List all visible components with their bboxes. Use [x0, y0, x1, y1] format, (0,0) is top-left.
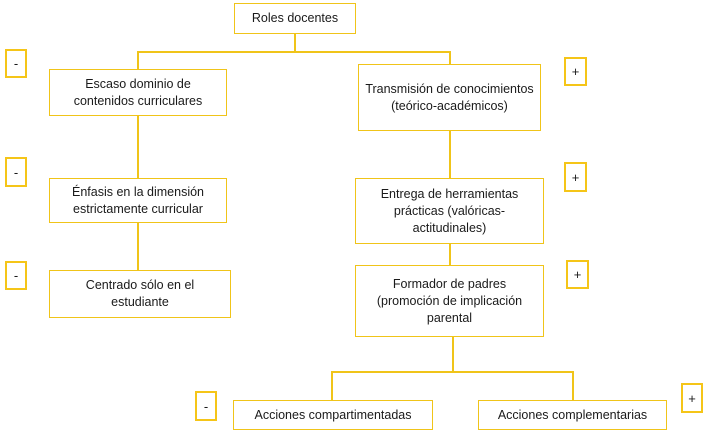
- node-label: Escaso dominio de contenidos curriculare…: [73, 76, 203, 108]
- marker-minus-level3[interactable]: -: [5, 261, 27, 290]
- marker-plus-bottom[interactable]: +: [681, 383, 703, 413]
- minus-icon: -: [13, 56, 19, 71]
- node-label: Centrado sólo en el estudiante: [85, 278, 195, 309]
- node-escaso-dominio[interactable]: Escaso dominio de contenidos curriculare…: [49, 69, 227, 116]
- connector-root-split: [137, 51, 451, 53]
- plus-icon: +: [571, 64, 580, 79]
- node-label: Formador de padres (promoción de implica…: [376, 276, 523, 325]
- node-label: Acciones compartimentadas: [254, 407, 412, 422]
- node-formador-padres[interactable]: Formador de padres (promoción de implica…: [355, 265, 544, 337]
- connector-right-l1-in: [449, 51, 451, 65]
- connector-bottom-split: [331, 371, 574, 373]
- connector-bottom-left-in: [331, 371, 333, 401]
- node-acciones-complementarias[interactable]: Acciones complementarias: [478, 400, 667, 430]
- plus-icon: +: [571, 169, 580, 185]
- node-entrega-herramientas[interactable]: Entrega de herramientas prácticas (valór…: [355, 178, 544, 244]
- node-label: Roles docentes: [251, 11, 339, 25]
- connector-left-l1-in: [137, 51, 139, 71]
- minus-icon: -: [13, 164, 19, 180]
- plus-icon: +: [573, 267, 582, 282]
- plus-icon: +: [688, 390, 696, 406]
- connector-root-stem: [294, 33, 296, 53]
- node-acciones-compartimentadas[interactable]: Acciones compartimentadas: [233, 400, 433, 430]
- marker-plus-level2[interactable]: +: [564, 162, 587, 192]
- connector-bottom-right-in: [572, 371, 574, 401]
- node-transmision-conocimientos[interactable]: Transmisión de conocimientos (teórico-ac…: [358, 64, 541, 131]
- minus-icon: -: [13, 268, 19, 283]
- connector-right-l1-l2: [449, 130, 451, 179]
- connector-left-l2-l3: [137, 222, 139, 271]
- marker-plus-level3[interactable]: +: [566, 260, 589, 289]
- node-label: Entrega de herramientas prácticas (valór…: [380, 186, 519, 235]
- node-label: Énfasis en la dimensión estrictamente cu…: [71, 184, 205, 216]
- marker-minus-level2[interactable]: -: [5, 157, 27, 187]
- connector-right-l2-l3: [449, 243, 451, 266]
- connector-left-l1-l2: [137, 115, 139, 179]
- node-centrado-estudiante[interactable]: Centrado sólo en el estudiante: [49, 270, 231, 318]
- node-roles-docentes[interactable]: Roles docentes: [234, 3, 356, 34]
- node-enfasis-dimension[interactable]: Énfasis en la dimensión estrictamente cu…: [49, 178, 227, 223]
- marker-minus-bottom[interactable]: -: [195, 391, 217, 421]
- marker-minus-level1[interactable]: -: [5, 49, 27, 78]
- minus-icon: -: [203, 398, 209, 414]
- node-label: Transmisión de conocimientos (teórico-ac…: [365, 81, 534, 113]
- marker-plus-level1[interactable]: +: [564, 57, 587, 86]
- connector-bottom-stem: [452, 337, 454, 372]
- node-label: Acciones complementarias: [497, 407, 648, 422]
